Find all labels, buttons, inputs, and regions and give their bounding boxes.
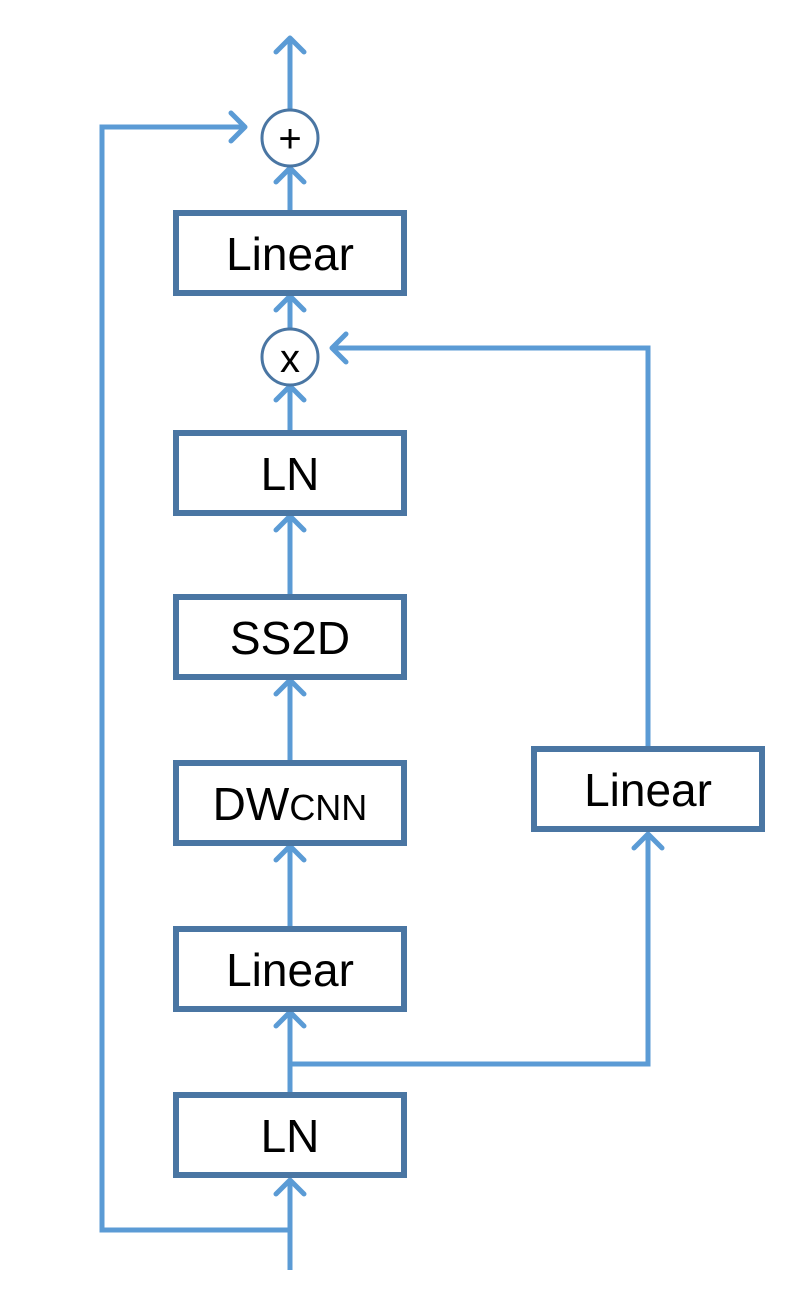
linear-branch-label: Linear bbox=[584, 764, 712, 816]
gate-branch-wire bbox=[290, 834, 651, 1067]
dwcnn-label-suffix: CNN bbox=[289, 787, 367, 828]
ln-bottom-label: LN bbox=[261, 1110, 320, 1162]
add-operator: + bbox=[260, 108, 320, 168]
linear-branch-block: Linear bbox=[531, 746, 765, 832]
ln-bottom-block: LN bbox=[173, 1092, 407, 1178]
dwcnn-label-main: DW bbox=[213, 778, 290, 830]
residual-skip-wire bbox=[99, 124, 290, 1233]
dwcnn-label: DWCNN bbox=[213, 778, 368, 830]
gate-to-multiply-wire bbox=[332, 345, 651, 746]
dwcnn-block: DWCNN bbox=[173, 760, 407, 846]
arrowhead-into-add-left bbox=[228, 110, 248, 144]
multiply-operator: x bbox=[260, 327, 320, 387]
ln-top-label: LN bbox=[261, 448, 320, 500]
arrowhead-into-linear-branch bbox=[631, 831, 665, 851]
arrowhead-output bbox=[273, 35, 307, 55]
ln-top-block: LN bbox=[173, 430, 407, 516]
arrowhead-into-multiply-right bbox=[329, 331, 349, 365]
linear-top-label: Linear bbox=[226, 228, 354, 280]
add-symbol: + bbox=[278, 117, 301, 161]
ss2d-block: SS2D bbox=[173, 594, 407, 680]
linear-bottom-block: Linear bbox=[173, 926, 407, 1012]
linear-top-block: Linear bbox=[173, 210, 407, 296]
ss2d-label: SS2D bbox=[230, 612, 350, 664]
arrowhead-into-ln-bottom bbox=[273, 1177, 307, 1197]
multiply-symbol: x bbox=[280, 337, 300, 381]
linear-bottom-label: Linear bbox=[226, 944, 354, 996]
arrowhead-into-add-bottom bbox=[273, 165, 307, 185]
